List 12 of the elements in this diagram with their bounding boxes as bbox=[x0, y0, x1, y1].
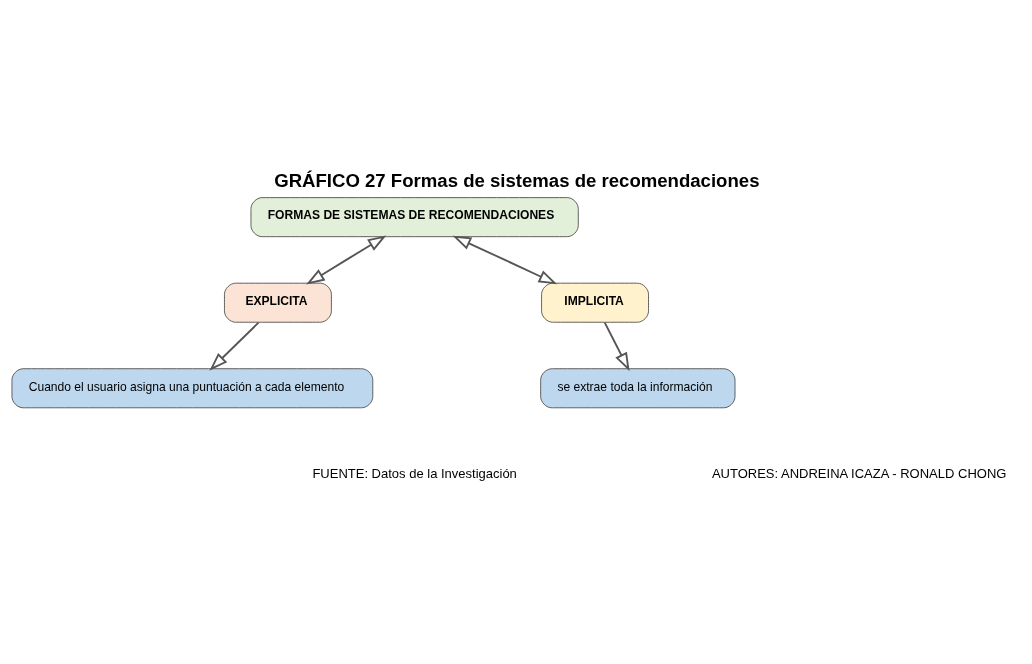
arrow bbox=[452, 235, 558, 285]
node-box: FORMAS DE SISTEMAS DE RECOMENDACIONES bbox=[250, 197, 579, 238]
arrow bbox=[209, 321, 260, 371]
arrow bbox=[306, 235, 387, 285]
node-box: IMPLICITA bbox=[541, 282, 649, 323]
node-box: Cuando el usuario asigna una puntuación a cada elemento bbox=[11, 368, 374, 409]
node-box: EXPLICITA bbox=[224, 282, 332, 323]
arrow bbox=[603, 321, 630, 372]
label: AUTORES: ANDREINA ICAZA - RONALD CHONG bbox=[711, 465, 1007, 481]
node-box: se extrae toda la información bbox=[540, 368, 736, 409]
diagram-title: GRÁFICO 27 Formas de sistemas de recomendaciones bbox=[274, 170, 760, 192]
label: FUENTE: Datos de la Investigación bbox=[312, 465, 517, 481]
